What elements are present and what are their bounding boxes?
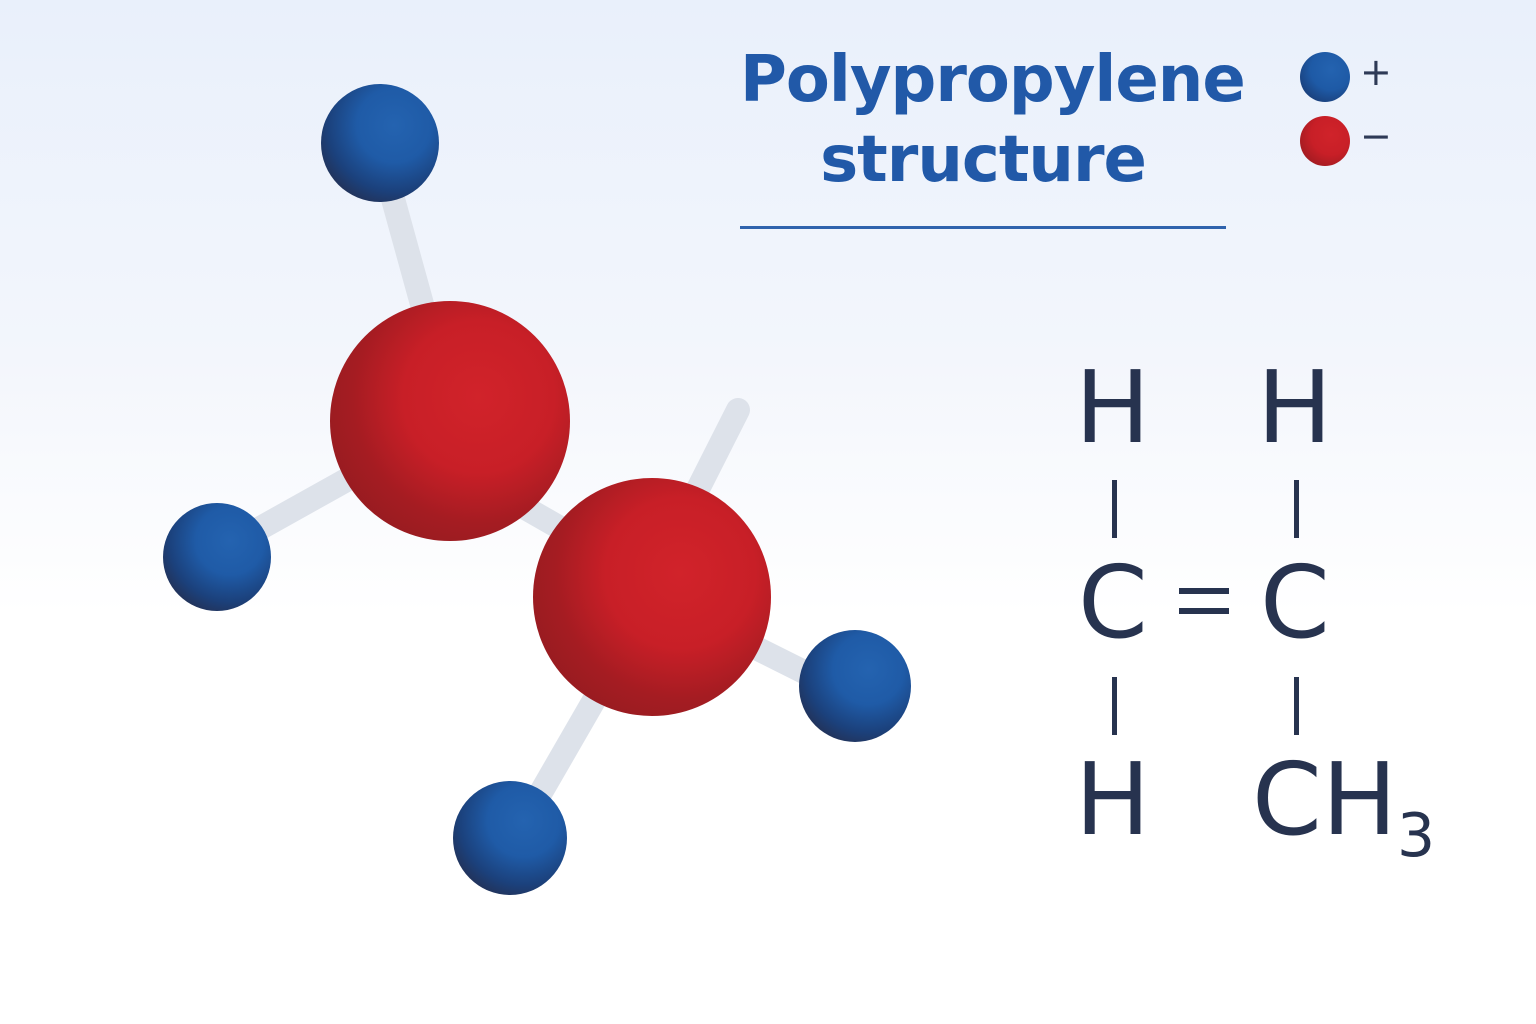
atom-red-lower: [533, 478, 771, 716]
atom-blue-bottom: [453, 781, 567, 895]
blue-sphere-icon: [1300, 52, 1350, 102]
formula-c-left: C: [1078, 544, 1148, 661]
legend-sign-positive: +: [1360, 50, 1392, 94]
legend-sign-negative: −: [1360, 114, 1392, 158]
legend-item-positive: +: [1300, 50, 1410, 116]
bond-line-bottom-left: [1112, 677, 1117, 735]
atom-blue-right: [799, 630, 911, 742]
title-divider: [740, 226, 1226, 229]
double-bond-line-1: [1179, 588, 1229, 594]
title-line-2: structure: [820, 123, 1147, 197]
double-bond-line-2: [1179, 608, 1229, 614]
bond-line-top-left: [1112, 480, 1117, 538]
legend-item-negative: −: [1300, 114, 1410, 180]
atom-blue-top: [321, 84, 439, 202]
atom-blue-left: [163, 503, 271, 611]
formula-ch: CH: [1252, 741, 1398, 858]
formula-ch3: CH3: [1252, 750, 1435, 886]
atom-red-upper: [330, 301, 570, 541]
bond-line-bottom-right: [1294, 677, 1299, 735]
bond-line-top-right: [1294, 480, 1299, 538]
red-sphere-icon: [1300, 116, 1350, 166]
title-line-1: Polypropylene: [740, 43, 1246, 117]
formula-c-right: C: [1260, 544, 1330, 661]
molecule-model: [163, 84, 911, 895]
diagram-title: Polypropylene structure: [740, 40, 1246, 200]
bond-back-stub: [683, 398, 750, 507]
formula-h-top-right: H: [1257, 349, 1333, 466]
formula-h-top-left: H: [1075, 349, 1151, 466]
formula-subscript-3: 3: [1397, 801, 1436, 871]
formula-h-bottom-left: H: [1075, 741, 1151, 858]
legend: + −: [1300, 50, 1410, 180]
